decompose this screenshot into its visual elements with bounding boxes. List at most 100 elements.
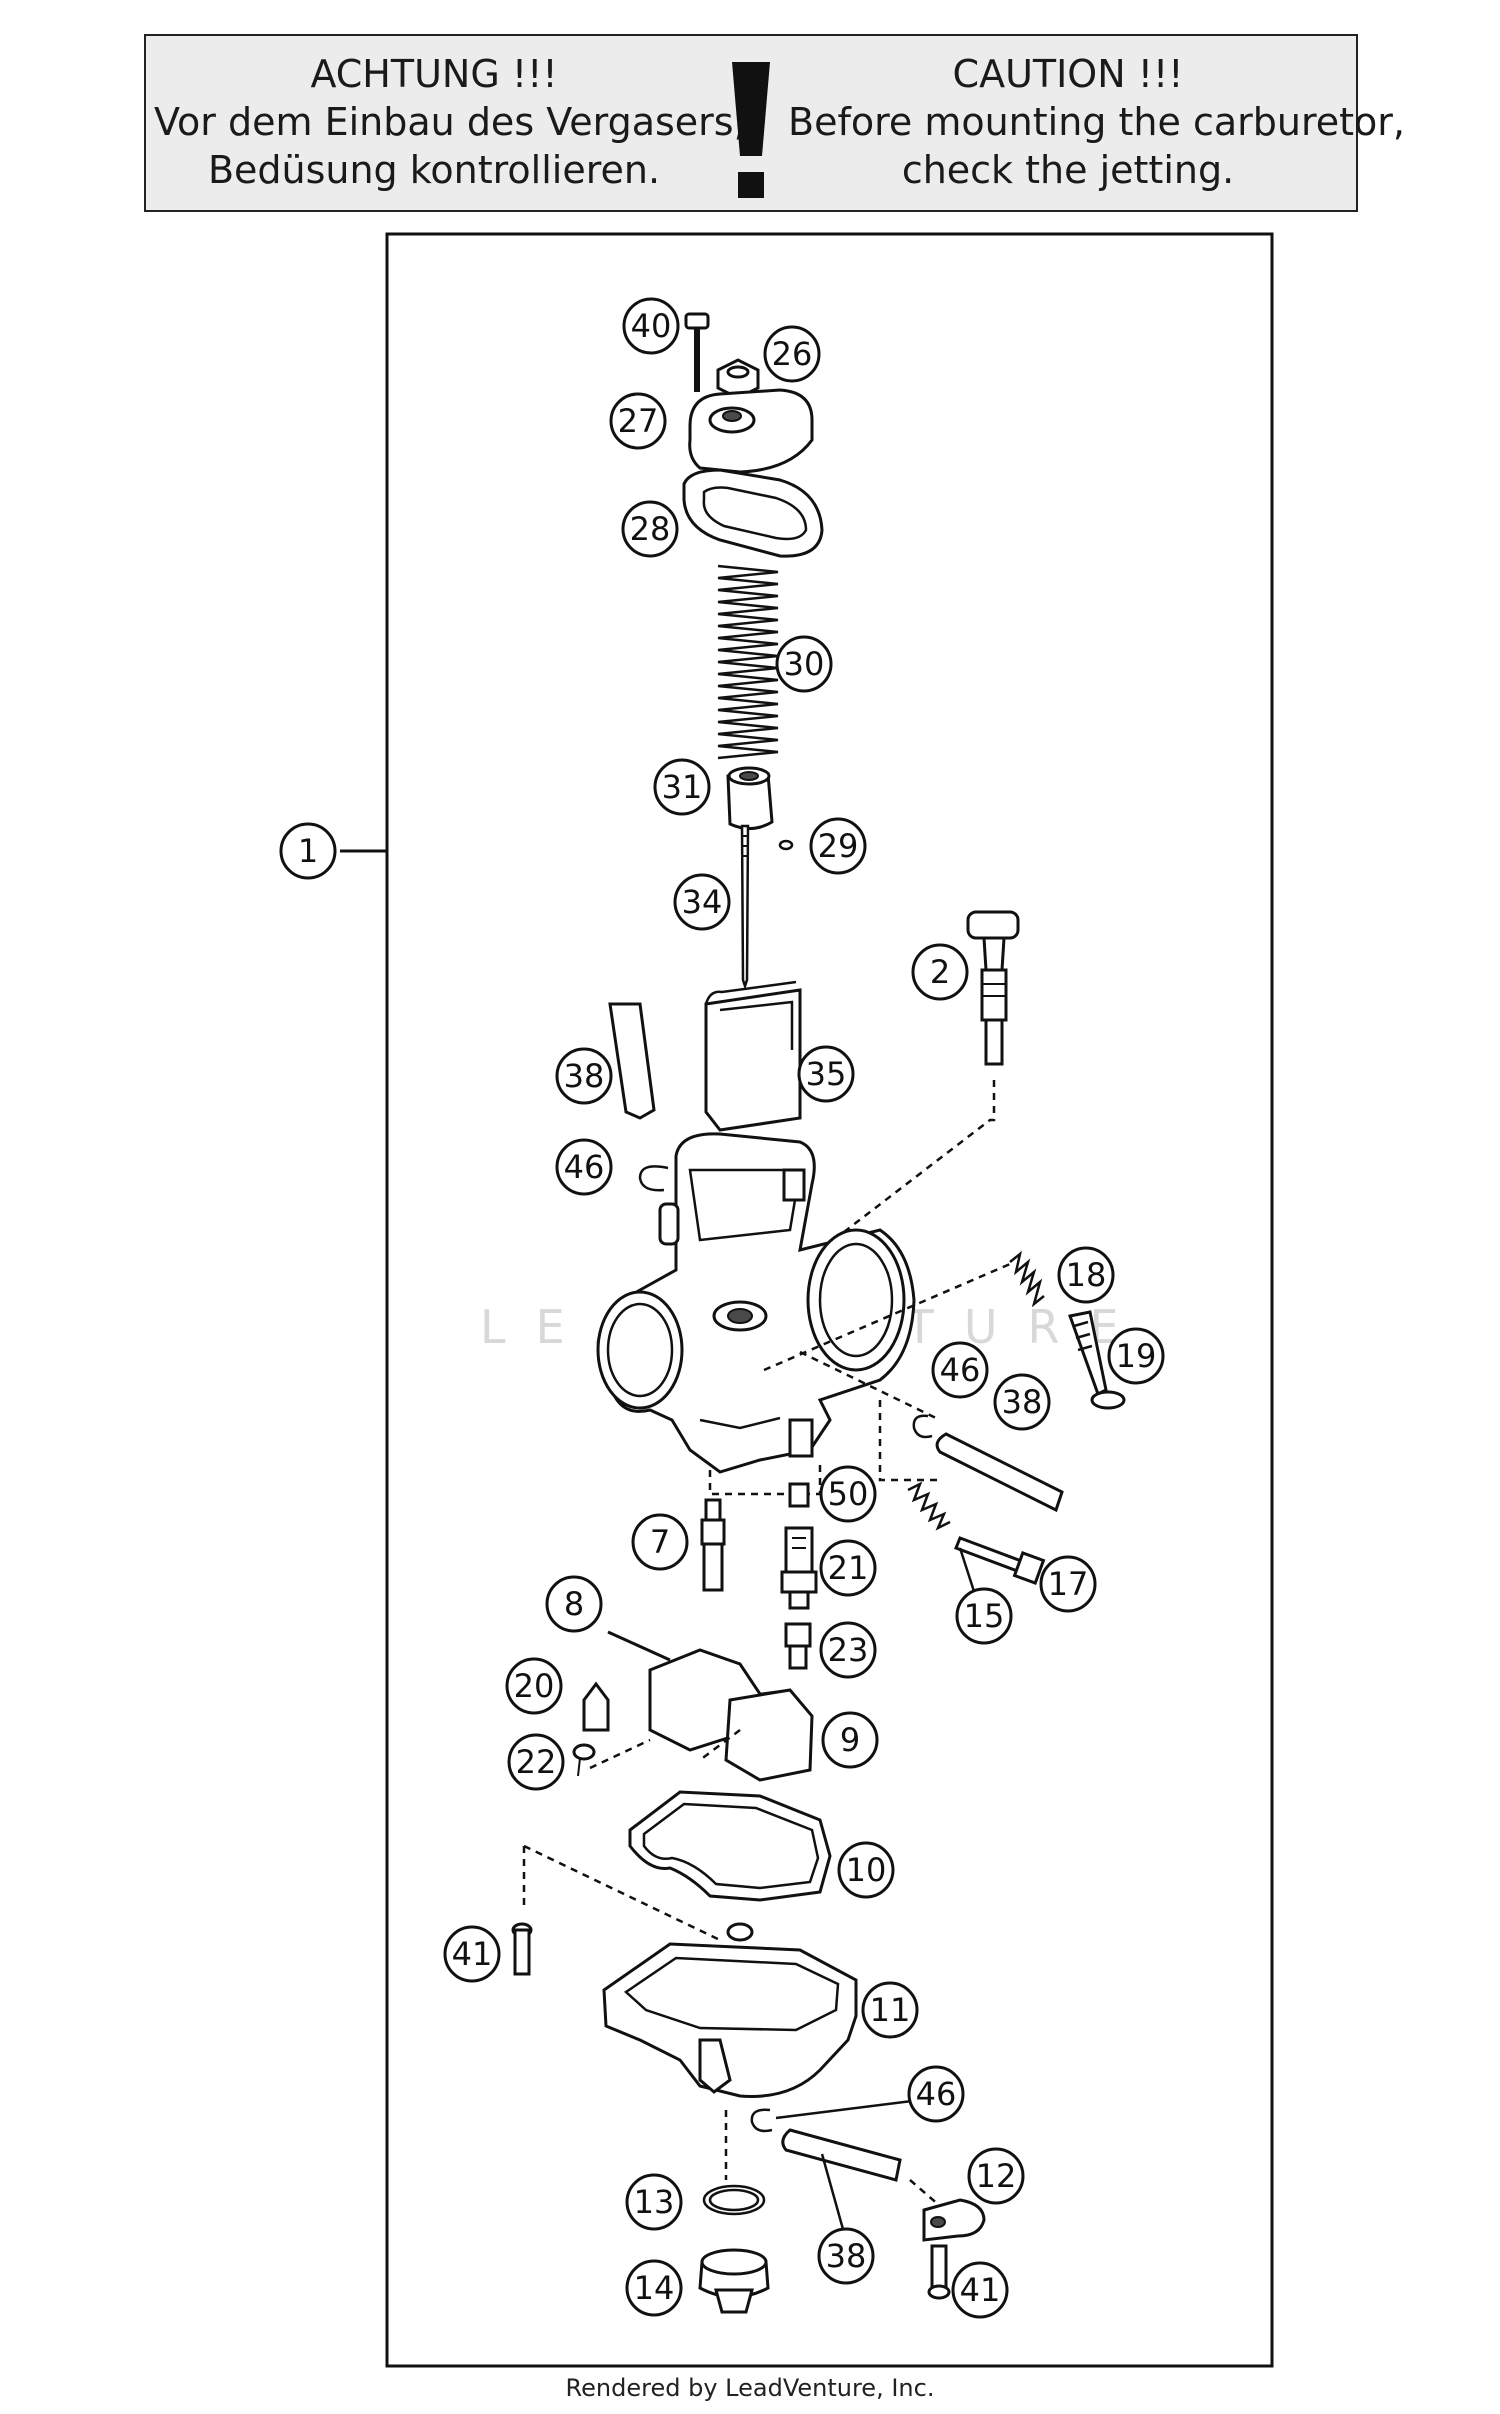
svg-text:10: 10: [846, 1851, 887, 1889]
oring-46-bottom: [750, 2108, 773, 2133]
svg-text:9: 9: [840, 1721, 860, 1759]
svg-text:46: 46: [916, 2075, 957, 2113]
callout-46-bottom: 46: [907, 2065, 965, 2123]
callout-14: 14: [625, 2259, 683, 2317]
warning-english-title: CAUTION !!!: [952, 52, 1184, 96]
bracket-12: [922, 2198, 986, 2242]
leader-50: [708, 1460, 822, 1496]
svg-text:23: 23: [828, 1631, 869, 1669]
idle-adjust-screw-2: [966, 910, 1020, 1066]
callout-26: 26: [763, 325, 821, 383]
float-9: [648, 1648, 814, 1782]
float-bowl-gasket-10: [628, 1790, 832, 1902]
needle-clip-holder-31: [726, 766, 774, 830]
warning-english-line2: check the jetting.: [901, 148, 1235, 192]
callout-35: 35: [797, 1045, 855, 1103]
leader-12: [909, 2179, 941, 2207]
callout-28: 28: [621, 500, 679, 558]
oring-46-mid: [912, 1414, 933, 1439]
callout-38-bottom: 38: [817, 2227, 875, 2285]
cover-cap-27: [688, 388, 814, 474]
callout-21: 21: [819, 1539, 877, 1597]
svg-text:29: 29: [818, 827, 859, 865]
choke-plunger-17: [954, 1536, 1046, 1585]
jet-needle-34: [740, 824, 750, 990]
callout-40: 40: [622, 297, 680, 355]
callout-46-mid: 46: [931, 1341, 989, 1399]
callout-38-mid: 38: [993, 1373, 1051, 1431]
callout-8: 8: [545, 1575, 603, 1633]
svg-text:12: 12: [976, 2157, 1017, 2195]
svg-text:13: 13: [634, 2183, 675, 2221]
svg-text:1: 1: [298, 832, 318, 870]
svg-text:19: 19: [1116, 1337, 1157, 1375]
spring-18: [1009, 1250, 1045, 1308]
leader-2: [809, 1080, 996, 1259]
callout-34: 34: [673, 873, 731, 931]
callout-41-bottom: 41: [951, 2261, 1009, 2319]
warning-german-title: ACHTUNG !!!: [310, 52, 558, 96]
callout-31: 31: [653, 758, 711, 816]
callout-10: 10: [837, 1841, 895, 1899]
svg-text:15: 15: [964, 1597, 1005, 1635]
exclamation-icon: [732, 62, 770, 198]
drain-plug-14: [698, 2248, 770, 2314]
svg-text:14: 14: [634, 2269, 675, 2307]
callout-30: 30: [775, 635, 833, 693]
pilot-jet-7: [700, 1498, 726, 1592]
warning-english-line1: Before mounting the carburetor,: [788, 100, 1405, 144]
jet-50: [788, 1482, 810, 1508]
throttle-slide-35: [704, 980, 802, 1132]
needle-jet-21: [780, 1526, 818, 1610]
float-needle-20: [582, 1681, 610, 1732]
float-pin-8: [607, 1630, 671, 1662]
svg-text:20: 20: [514, 1667, 555, 1705]
callout-41-top: 41: [443, 1925, 501, 1983]
svg-text:30: 30: [784, 645, 825, 683]
callout-2: 2: [911, 943, 969, 1001]
screw-41-bottom: [927, 2244, 951, 2300]
assembly-frame: [385, 232, 1274, 2368]
svg-text:2: 2: [930, 953, 950, 991]
warning-german-line2: Bedüsung kontrollieren.: [207, 148, 661, 192]
svg-text:27: 27: [618, 402, 659, 440]
spring-30: [717, 564, 779, 760]
leader-18: [763, 1262, 1011, 1372]
svg-text:38: 38: [826, 2237, 867, 2275]
svg-text:46: 46: [564, 1148, 605, 1186]
svg-text:40: 40: [631, 307, 672, 345]
leader-float: [589, 1729, 741, 1770]
callout-27: 27: [609, 392, 667, 450]
footer-credit: Rendered by LeadVenture, Inc.: [565, 2374, 935, 2402]
callout-12: 12: [967, 2147, 1025, 2205]
svg-text:34: 34: [682, 883, 723, 921]
callout-20: 20: [505, 1657, 563, 1715]
callout-7: 7: [631, 1513, 689, 1571]
screw-40: [684, 312, 710, 392]
needle-clip-22: [572, 1743, 596, 1777]
svg-text:31: 31: [662, 768, 703, 806]
callout-11: 11: [861, 1981, 919, 2039]
svg-text:8: 8: [564, 1585, 584, 1623]
callout-46-top: 46: [555, 1138, 613, 1196]
callout-38-top: 38: [555, 1047, 613, 1105]
callout-17: 17: [1039, 1555, 1097, 1613]
air-screw-19: [1068, 1310, 1126, 1410]
svg-text:41: 41: [452, 1935, 493, 1973]
carburetor-body: [596, 1132, 916, 1474]
callout-50: 50: [819, 1465, 877, 1523]
hose-38-bottom: [781, 2128, 902, 2182]
main-jet-23: [784, 1622, 812, 1670]
svg-text:38: 38: [564, 1057, 605, 1095]
spring-15: [907, 1481, 951, 1531]
svg-text:50: 50: [828, 1475, 869, 1513]
callout-1: 1: [279, 822, 337, 880]
float-bowl-11: [602, 1922, 858, 2098]
hose-38-mid: [935, 1432, 1064, 1513]
leader-46-bottom: [775, 2098, 921, 2120]
leader-38-bottom: [820, 2153, 848, 2241]
warning-german: ACHTUNG !!! Vor dem Einbau des Vergasers…: [154, 50, 746, 194]
gasket-28: [682, 468, 824, 558]
warning-english: CAUTION !!! Before mounting the carburet…: [788, 50, 1405, 194]
